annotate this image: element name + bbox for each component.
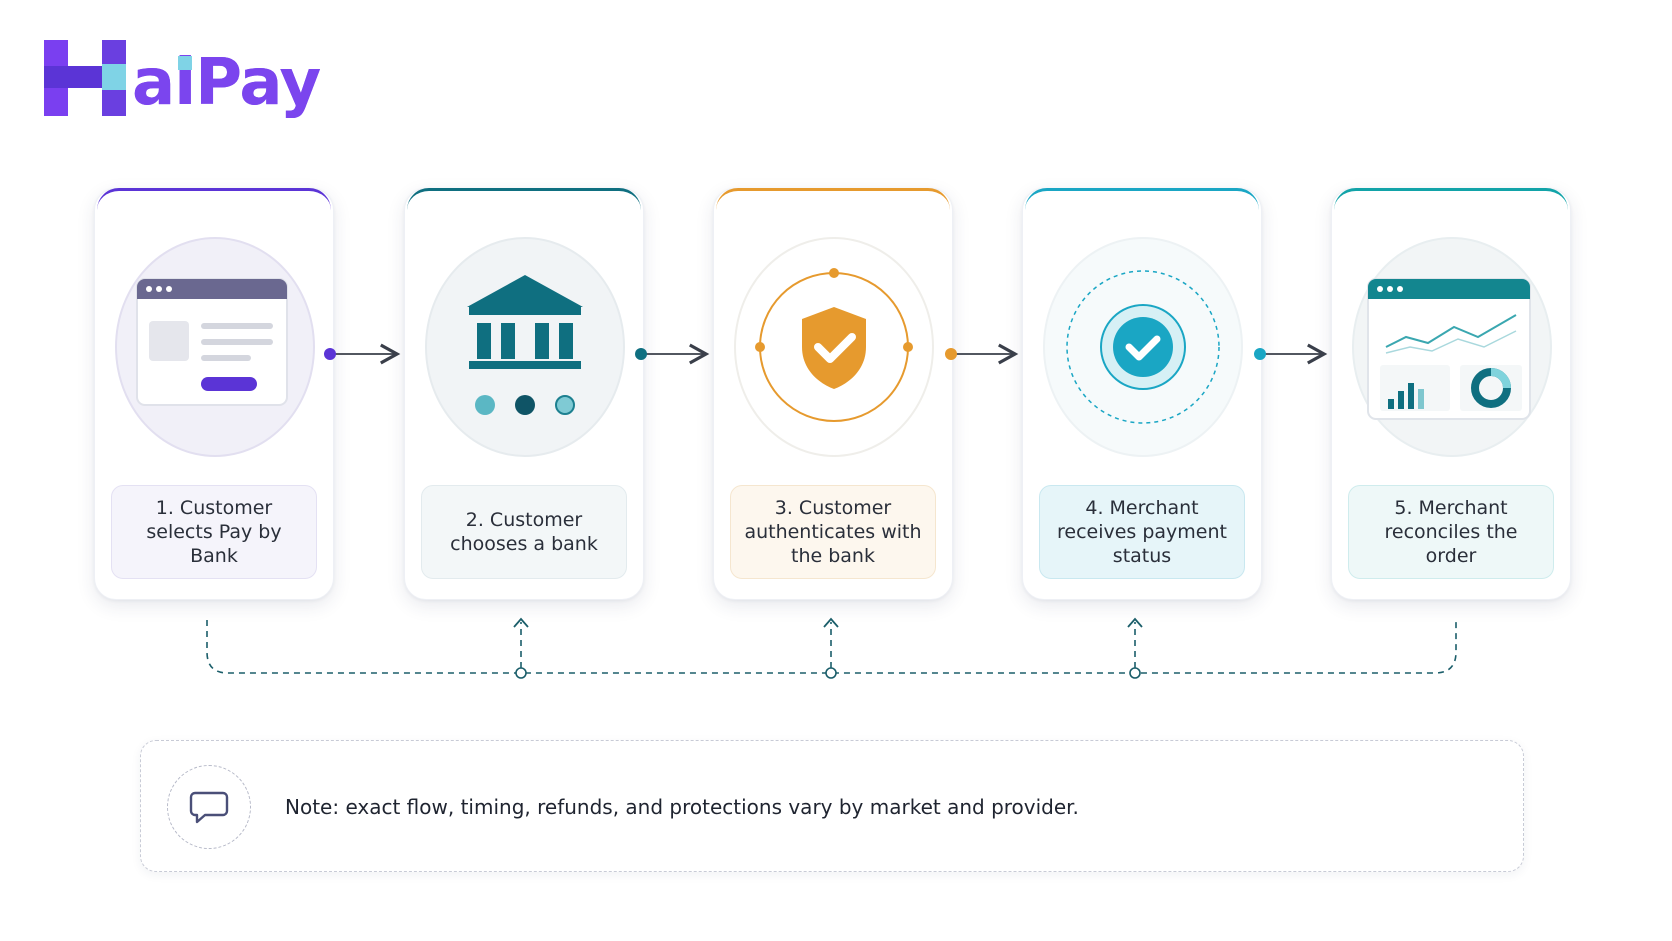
step-4-accent-line: [1025, 188, 1259, 210]
note-icon-frame: [167, 765, 251, 849]
loop-arrowheads: [513, 617, 1143, 628]
note-box: Note: exact flow, timing, refunds, and p…: [140, 740, 1524, 872]
chat-bubble-icon: [189, 791, 229, 824]
bank-building-icon: [467, 275, 583, 415]
check-circle-icon: [1066, 270, 1220, 424]
step-card-3: 3. Customer authenticates with the bank: [713, 188, 953, 600]
feedback-loop: [206, 620, 1457, 674]
note-text: Note: exact flow, timing, refunds, and p…: [285, 795, 1079, 819]
brand-logo: aiPay: [44, 40, 324, 140]
step-2-accent-line: [407, 188, 641, 210]
step-5-accent-line: [1334, 188, 1568, 210]
logo-mark-icon: [44, 40, 126, 116]
loop-nodes: [515, 667, 1141, 679]
step-card-2: 2. Customer chooses a bank: [404, 188, 644, 600]
step-5-label: 5. Merchant reconciles the order: [1348, 485, 1554, 579]
dashboard-analytics-icon: [1367, 278, 1531, 420]
step-4-label: 4. Merchant receives payment status: [1039, 485, 1245, 579]
step-3-accent-line: [716, 188, 950, 210]
browser-checkout-icon: [136, 278, 288, 406]
step-card-4: 4. Merchant receives payment status: [1022, 188, 1262, 600]
step-1-accent-line: [97, 188, 331, 210]
step-1-label: 1. Customer selects Pay by Bank: [111, 485, 317, 579]
step-card-1: 1. Customer selects Pay by Bank: [94, 188, 334, 600]
step-2-icon-bg: [425, 237, 625, 457]
step-card-5: 5. Merchant reconciles the order: [1331, 188, 1571, 600]
step-2-label: 2. Customer chooses a bank: [421, 485, 627, 579]
shield-check-icon: [755, 268, 913, 422]
step-3-label: 3. Customer authenticates with the bank: [730, 485, 936, 579]
logo-dot-icon: [178, 56, 192, 70]
logo-wordmark: aiPay: [132, 46, 321, 120]
